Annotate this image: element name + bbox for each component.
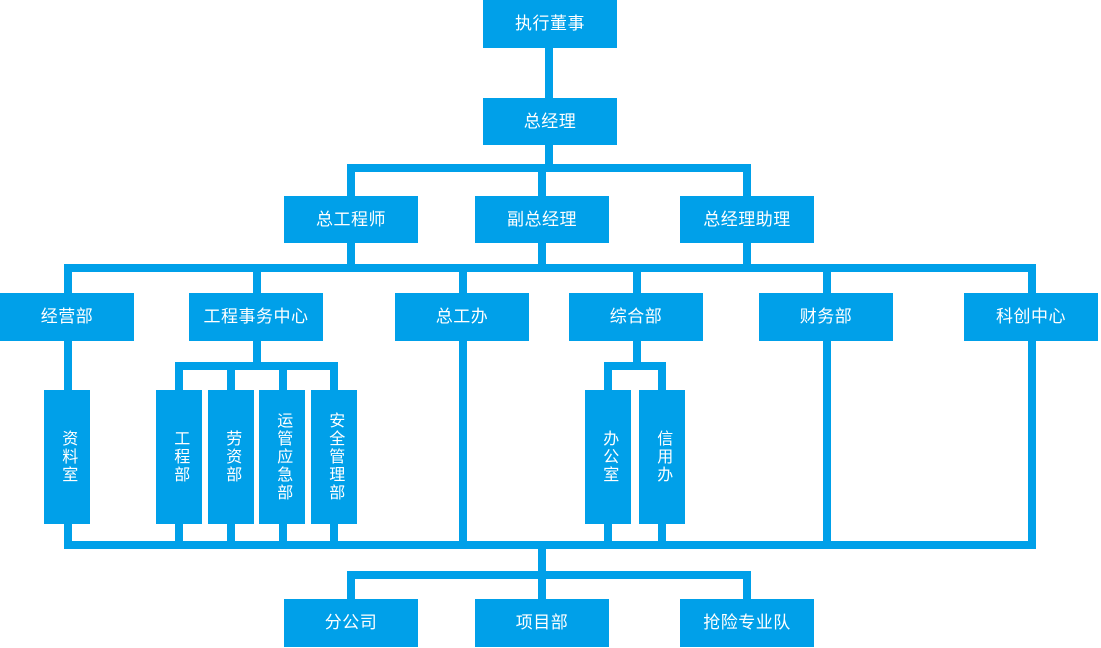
node-chief-engineer-office[interactable]: 总工办 [395, 293, 529, 341]
connector-drop-emergency-team [743, 571, 751, 599]
connector-drop-chief-engineer [347, 164, 355, 196]
connector-drop-project-dept [538, 571, 546, 599]
node-emergency-rescue-team[interactable]: 抢险专业队 [680, 599, 814, 647]
connector-drop-branch-company [347, 571, 355, 599]
node-innovation-center[interactable]: 科创中心 [964, 293, 1098, 341]
connector-labor-dept-down [227, 524, 235, 545]
node-archives-room[interactable]: 资料室 [44, 390, 90, 524]
connector-credit-office-down [658, 524, 666, 545]
connector-drop-safety-management-dept [330, 362, 338, 390]
connector-drop-labor-dept [227, 362, 235, 390]
node-branch-company[interactable]: 分公司 [284, 599, 418, 647]
connector-chief-engineer-down [347, 242, 355, 268]
connector-safety-management-down [330, 524, 338, 545]
connector-gm-down-stub [545, 144, 553, 170]
node-office[interactable]: 办公室 [585, 390, 631, 524]
node-project-dept[interactable]: 项目部 [475, 599, 609, 647]
node-operations-dept[interactable]: 经营部 [0, 293, 134, 341]
connector-director-to-gm [545, 48, 553, 100]
connector-operations-emergency-down [279, 524, 287, 545]
connector-drop-comprehensive-dept [633, 264, 641, 293]
node-finance-dept[interactable]: 财务部 [759, 293, 893, 341]
node-engineering-dept[interactable]: 工程部 [156, 390, 202, 524]
connector-drop-deputy-gm [538, 164, 546, 196]
node-engineering-affairs-center[interactable]: 工程事务中心 [189, 293, 323, 341]
connector-comprehensive-bus [604, 362, 666, 370]
connector-drop-innovation-center [1028, 264, 1036, 293]
node-safety-management-dept[interactable]: 安全管理部 [311, 390, 357, 524]
connector-innovation-down [1028, 341, 1036, 545]
connector-gm-assistant-down [743, 242, 751, 268]
connector-chief-engineer-office-down [459, 341, 467, 545]
node-credit-office[interactable]: 信用办 [639, 390, 685, 524]
node-comprehensive-dept[interactable]: 综合部 [569, 293, 703, 341]
node-general-manager[interactable]: 总经理 [483, 98, 617, 145]
node-gm-assistant[interactable]: 总经理助理 [680, 196, 814, 243]
connector-engineering-dept-down [175, 524, 183, 545]
node-executive-director[interactable]: 执行董事 [483, 0, 617, 48]
node-labor-dept[interactable]: 劳资部 [208, 390, 254, 524]
connector-office-down [604, 524, 612, 545]
node-operations-emergency-dept[interactable]: 运管应急部 [259, 390, 305, 524]
connector-level3-bus [347, 164, 751, 172]
connector-finance-down [823, 341, 831, 545]
connector-level4-bus [64, 264, 1036, 272]
connector-drop-operations-emergency-dept [279, 362, 287, 390]
connector-drop-operations-dept [64, 264, 72, 293]
connector-level6-bus [347, 571, 751, 579]
connector-deputy-gm-down [538, 242, 546, 268]
connector-comprehensive-down [633, 341, 641, 366]
node-chief-engineer[interactable]: 总工程师 [284, 196, 418, 243]
connector-drop-office [604, 362, 612, 390]
connector-drop-credit-office [658, 362, 666, 390]
connector-drop-chief-engineer-office [459, 264, 467, 293]
connector-engineering-center-down [253, 341, 261, 366]
connector-drop-finance-dept [823, 264, 831, 293]
node-deputy-general-manager[interactable]: 副总经理 [475, 196, 609, 243]
connector-drop-engineering-center [253, 264, 261, 293]
connector-bottom-bus [64, 541, 1036, 549]
connector-engineering-center-bus [175, 362, 338, 370]
connector-archives-down [64, 524, 72, 545]
connector-drop-engineering-dept [175, 362, 183, 390]
connector-bottom-center-drop [538, 541, 546, 575]
connector-drop-gm-assistant [743, 164, 751, 196]
connector-operations-to-archives [64, 341, 72, 390]
